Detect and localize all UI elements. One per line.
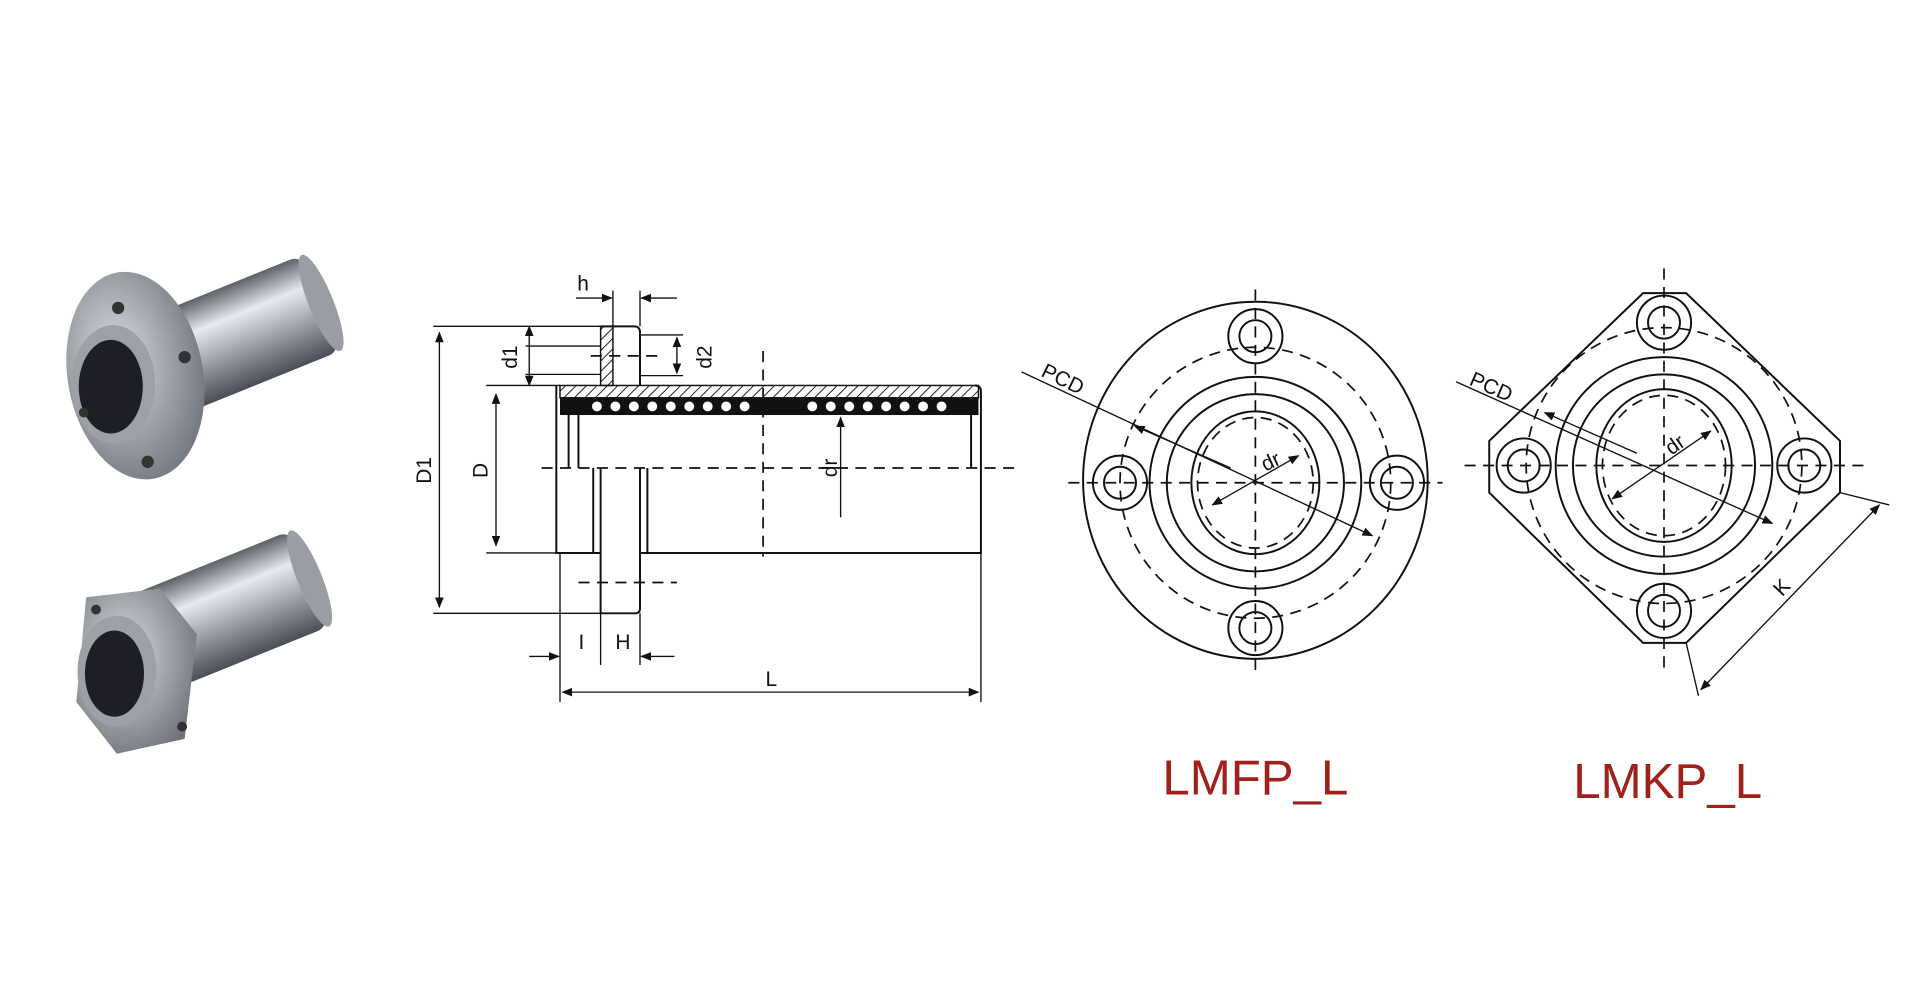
- dim-label-I: I: [578, 631, 584, 654]
- pcd-label: PCD: [1038, 359, 1088, 399]
- dim-label-d1: d1: [499, 346, 522, 369]
- model-label-lmkp-l: LMKP_L: [1573, 754, 1762, 809]
- dim-label-D: D: [469, 463, 492, 478]
- dim-label-H: H: [615, 631, 630, 654]
- bolt-holes: [1495, 294, 1833, 639]
- photo-square-flange-bearing: [76, 530, 333, 754]
- bolt-holes: [1091, 308, 1425, 657]
- square-flange-front-view: PCD dr K LMKP_L: [1455, 268, 1890, 809]
- dim-label-D1: D1: [413, 457, 436, 484]
- side-view-drawing: h d1 d2 D1 D dr I H L: [413, 273, 1022, 702]
- dim-label-h: h: [577, 273, 589, 296]
- model-label-lmfp-l: LMFP_L: [1162, 750, 1348, 805]
- round-flange-front-view: PCD dr LMFP_L: [1021, 289, 1443, 805]
- dim-label-L: L: [766, 668, 778, 691]
- dim-label-d2: d2: [693, 346, 716, 369]
- dim-label-dr: dr: [819, 459, 842, 478]
- photo-round-flange-bearing: [66, 254, 344, 480]
- pcd-label: PCD: [1466, 368, 1516, 407]
- dr-label: dr: [1661, 430, 1689, 460]
- dr-label: dr: [1258, 447, 1285, 476]
